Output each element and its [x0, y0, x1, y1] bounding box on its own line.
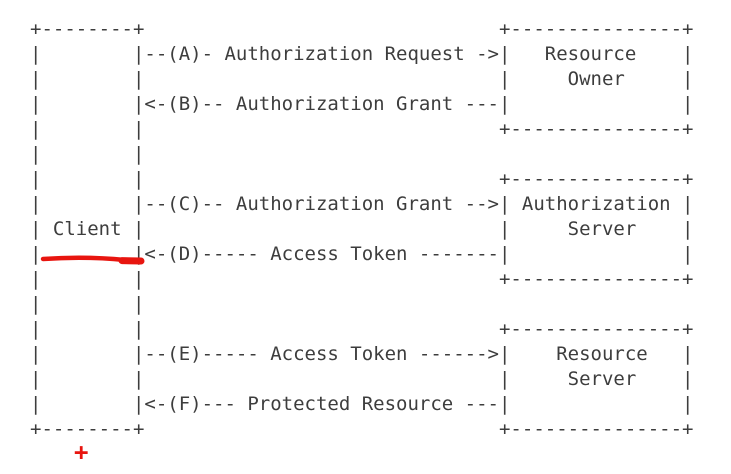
ascii-line: | |<-(B)-- Authorization Grant ---| | — [30, 93, 694, 115]
ascii-line: | |<-(F)--- Protected Resource ---| | — [30, 393, 694, 415]
ascii-line: | Client | | Server | — [30, 218, 694, 240]
ascii-line: | | +---------------+ — [30, 168, 694, 190]
ascii-line: +--------+ +---------------+ — [30, 418, 694, 440]
ascii-line: | | +---------------+ — [30, 318, 694, 340]
client-underline-annotation — [40, 255, 145, 265]
ascii-line: | | | Server | — [30, 368, 694, 390]
red-plus-annotation: + — [74, 438, 89, 466]
ascii-line: | |--(C)-- Authorization Grant -->| Auth… — [30, 193, 694, 215]
ascii-line: | | — [30, 293, 145, 315]
ascii-line: | | +---------------+ — [30, 268, 694, 290]
ascii-line: +--------+ +---------------+ — [30, 18, 694, 40]
ascii-line: | | +---------------+ — [30, 118, 694, 140]
ascii-art: +--------+ +---------------+ | |--(A)- A… — [30, 17, 693, 442]
ascii-line: | |--(E)----- Access Token ------>| Reso… — [30, 343, 694, 365]
ascii-line: | |--(A)- Authorization Request ->| Reso… — [30, 43, 694, 65]
ascii-line: | |<-(D)----- Access Token -------| | — [30, 243, 694, 265]
ascii-line: | | — [30, 143, 145, 165]
ascii-line: | | | Owner | — [30, 68, 694, 90]
underline-stroke — [40, 255, 128, 263]
